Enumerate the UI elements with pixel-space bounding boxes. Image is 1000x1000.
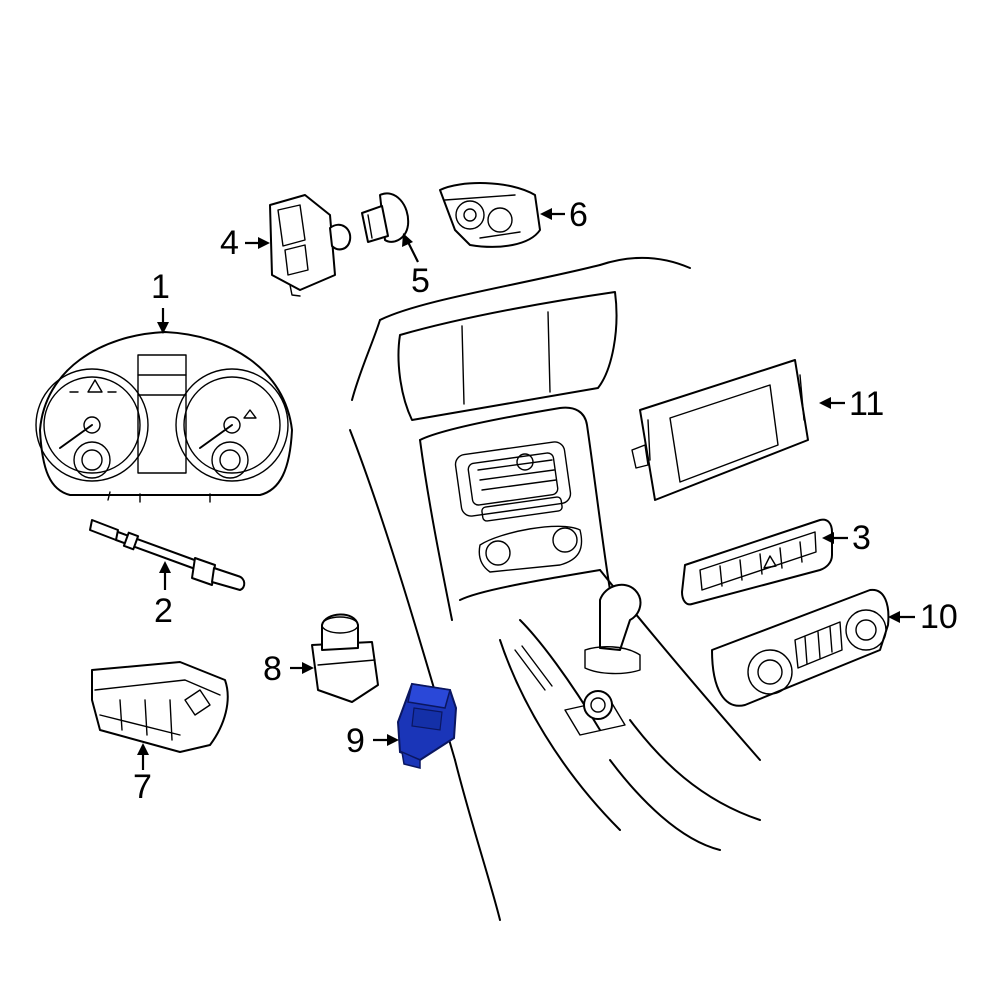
callout-2: 2 <box>154 592 173 630</box>
callout-7: 7 <box>133 768 152 806</box>
grommet <box>361 192 410 243</box>
callout-4: 4 <box>220 224 239 262</box>
control-module <box>91 661 229 753</box>
climate-control-panel <box>711 588 890 707</box>
callout-9: 9 <box>346 722 365 760</box>
sensor-cable <box>89 519 246 591</box>
ignition-switch <box>439 182 541 248</box>
callout-10: 10 <box>920 598 958 636</box>
callout-3: 3 <box>852 519 871 557</box>
callout-5: 5 <box>411 262 430 300</box>
leader-arrows <box>137 208 915 770</box>
display-bezel <box>631 359 809 501</box>
callout-11: 11 <box>849 385 885 423</box>
callout-6: 6 <box>569 196 588 234</box>
callout-1: 1 <box>151 268 170 306</box>
dashboard-console-outline <box>349 256 761 921</box>
highlighted-switch-part-9 <box>396 682 458 769</box>
callout-8: 8 <box>263 650 282 688</box>
hazard-switch-panel <box>681 518 833 606</box>
rotary-switch <box>311 613 379 703</box>
switch-module <box>269 194 352 297</box>
instrument-cluster <box>35 331 293 503</box>
